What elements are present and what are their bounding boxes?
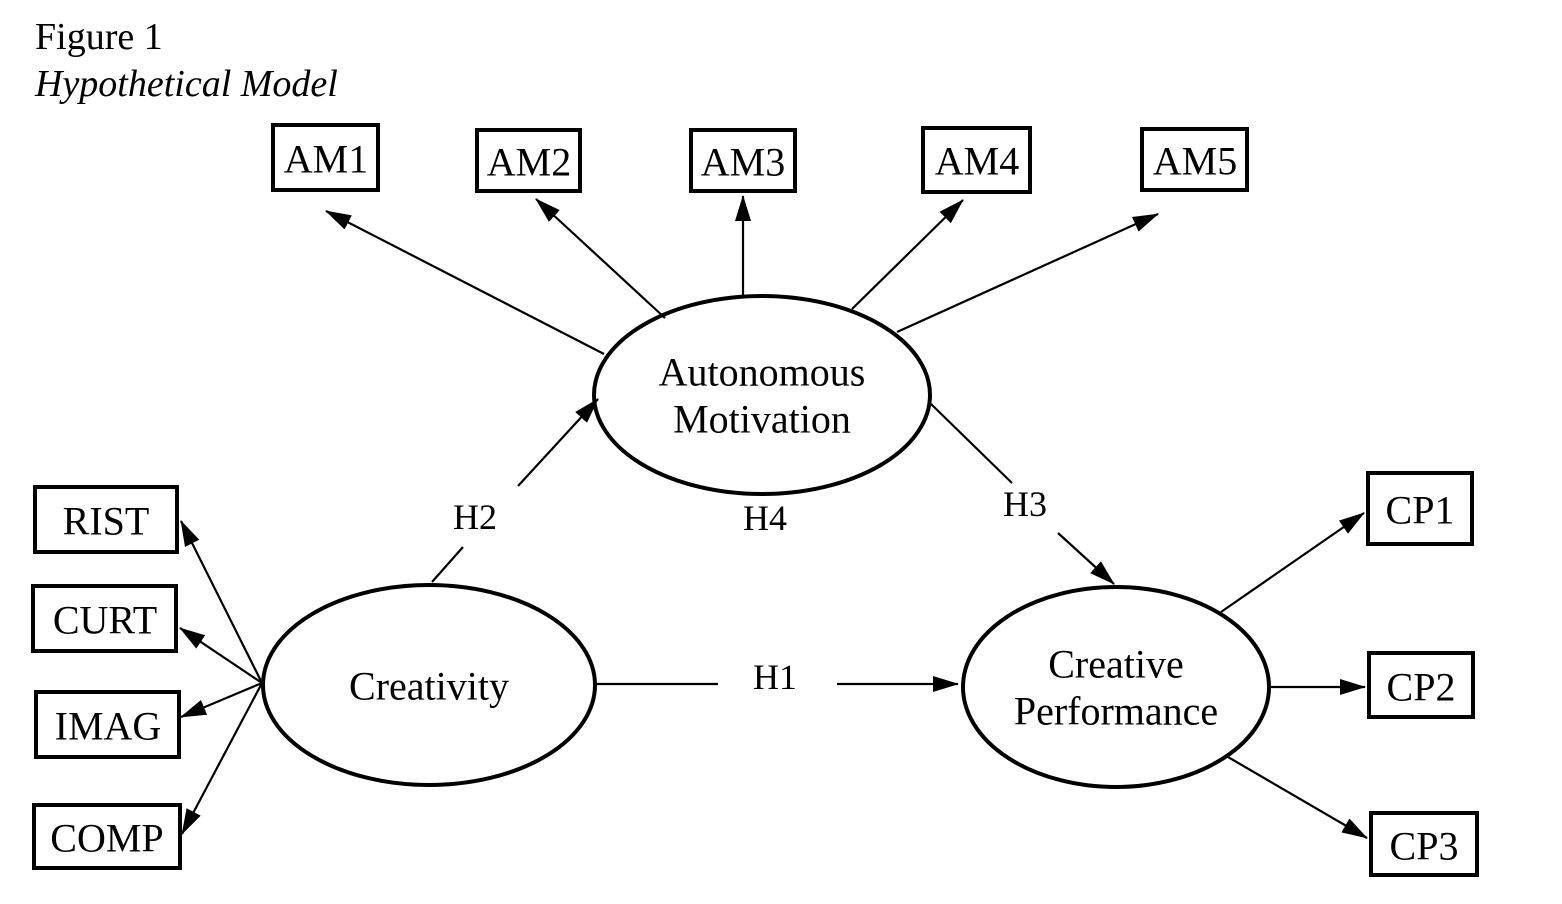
indicator-box-am2 bbox=[475, 128, 582, 193]
loading-arrow-am1 bbox=[325, 210, 605, 355]
loading-arrow-comp bbox=[181, 682, 263, 835]
indicator-label-rist: RIST bbox=[63, 499, 150, 544]
loading-arrow-rist bbox=[180, 520, 263, 684]
loading-arrow-am4 bbox=[851, 199, 964, 310]
indicator-label-imag: IMAG bbox=[55, 704, 162, 749]
indicator-box-comp bbox=[32, 803, 182, 870]
hypothesis-label-h2: H2 bbox=[453, 497, 497, 537]
latent-label-autonomous-line1: Autonomous bbox=[659, 350, 866, 395]
loading-arrow-am2 bbox=[535, 198, 666, 319]
path-h3-segment-start bbox=[930, 403, 1013, 484]
indicator-label-am4: AM4 bbox=[935, 139, 1019, 184]
latent-label-creativity: Creativity bbox=[349, 664, 509, 709]
indicator-label-am5: AM5 bbox=[1153, 139, 1237, 184]
loading-arrow-curt bbox=[179, 627, 263, 684]
hypothesis-label-h4: H4 bbox=[743, 498, 787, 538]
indicator-label-cp3: CP3 bbox=[1390, 824, 1459, 869]
indicator-label-am3: AM3 bbox=[701, 140, 785, 185]
path-h2-segment-start bbox=[431, 546, 464, 583]
loading-arrow-am5 bbox=[896, 212, 1159, 334]
loading-arrow-imag bbox=[180, 681, 263, 719]
figure-number: Figure 1 bbox=[35, 16, 163, 58]
hypothesis-label-h1: H1 bbox=[753, 657, 797, 697]
latent-label-creative-performance-line1: Creative bbox=[1048, 642, 1184, 687]
indicator-label-comp: COMP bbox=[50, 816, 163, 861]
indicator-box-imag bbox=[34, 690, 181, 759]
indicator-label-curt: CURT bbox=[53, 598, 157, 643]
indicator-label-cp1: CP1 bbox=[1386, 488, 1455, 533]
latent-label-autonomous-line2: Motivation bbox=[673, 397, 851, 442]
path-h3-arrow bbox=[1057, 532, 1115, 585]
indicator-box-cp3 bbox=[1369, 811, 1479, 877]
indicator-box-cp2 bbox=[1367, 651, 1475, 719]
figure-header: Figure 1 Hypothetical Model bbox=[35, 14, 338, 108]
latent-label-creative-performance-line2: Performance bbox=[1014, 689, 1218, 734]
indicator-box-am3 bbox=[689, 128, 797, 193]
indicator-box-am5 bbox=[1140, 127, 1249, 192]
latent-ellipse-creativity bbox=[261, 583, 597, 787]
indicator-box-am1 bbox=[271, 123, 380, 192]
figure-title: Hypothetical Model bbox=[35, 63, 338, 105]
indicator-box-cp1 bbox=[1366, 471, 1474, 546]
indicator-label-am1: AM1 bbox=[284, 137, 368, 182]
indicator-box-am4 bbox=[921, 126, 1032, 194]
indicator-box-curt bbox=[31, 584, 178, 653]
hypothesis-label-h3: H3 bbox=[1003, 484, 1047, 524]
indicator-box-rist bbox=[33, 485, 179, 554]
latent-ellipse-autonomous-motivation bbox=[592, 294, 932, 496]
loading-arrow-cp3 bbox=[1227, 756, 1368, 839]
path-h2-arrow bbox=[517, 398, 599, 487]
loading-arrow-cp1 bbox=[1220, 512, 1365, 613]
indicator-label-am2: AM2 bbox=[487, 140, 571, 185]
indicator-label-cp2: CP2 bbox=[1387, 665, 1456, 710]
latent-ellipse-creative-performance bbox=[961, 585, 1271, 789]
